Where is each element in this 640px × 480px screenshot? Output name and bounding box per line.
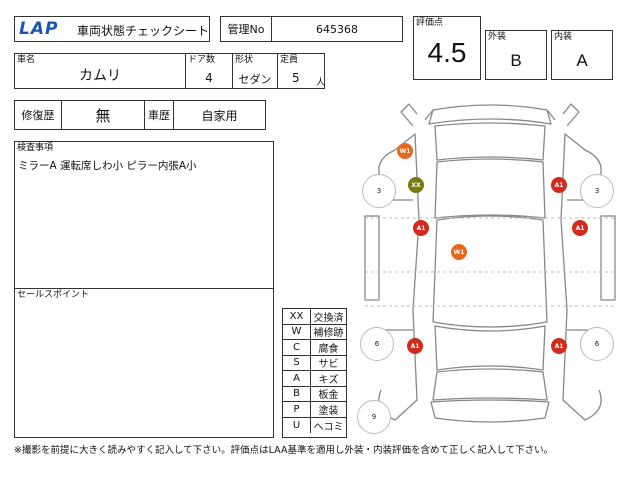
mgmt-no-label: 管理No	[220, 16, 272, 42]
shape-box: 形状 セダン	[232, 53, 278, 89]
usage-history-value: 自家用	[173, 100, 266, 130]
interior-box: 内装 A	[551, 30, 613, 80]
inspection-box: 検査事項 ミラーA 運転席しわ小 ピラー内張A小	[14, 141, 274, 289]
damage-marker: XX	[408, 177, 424, 193]
wheel-number-badge: 3	[580, 174, 614, 208]
capacity-unit: 人	[316, 78, 326, 88]
score-value: 4.5	[427, 37, 467, 68]
doors-label: ドア数	[188, 55, 216, 65]
shape-label: 形状	[235, 55, 254, 65]
car-diagram	[364, 103, 616, 423]
wheel-number-badge: 9	[357, 400, 391, 434]
sales-box: セールスポイント	[14, 288, 274, 438]
interior-label: 内装	[554, 32, 573, 42]
footer-note: ※撮影を前提に大きく読みやすく記入して下さい。評価点はLAA基準を適用し外装・内…	[14, 445, 554, 456]
capacity-box: 定員 5 人	[277, 53, 325, 89]
damage-marker: A1	[551, 177, 567, 193]
wheel-number-badge: 6	[580, 327, 614, 361]
inspection-text: ミラーA 運転席しわ小 ピラー内張A小	[18, 160, 197, 172]
car-name-value: カムリ	[79, 68, 121, 84]
sales-label: セールスポイント	[17, 290, 90, 300]
repair-history-value: 無	[61, 100, 145, 130]
lap-logo: LAP	[19, 19, 59, 39]
exterior-value: B	[510, 51, 522, 70]
wheel-number-badge: 6	[360, 327, 394, 361]
damage-marker: A1	[572, 220, 588, 236]
usage-history-label: 車歴	[144, 100, 174, 130]
sheet-title: 車両状態チェックシート	[77, 24, 210, 38]
damage-marker: A1	[551, 338, 567, 354]
repair-history-label: 修復歴	[14, 100, 62, 130]
damage-marker: A1	[413, 220, 429, 236]
interior-value: A	[576, 51, 588, 70]
score-box: 評価点 4.5	[413, 16, 481, 80]
capacity-value: 5	[292, 71, 300, 85]
doors-box: ドア数 4	[185, 53, 233, 89]
mgmt-no-value: 645368	[271, 16, 403, 42]
inspection-label: 検査事項	[17, 143, 54, 153]
score-label: 評価点	[416, 18, 444, 28]
car-name-box: 車名 カムリ	[14, 53, 186, 89]
doors-value: 4	[205, 71, 213, 85]
car-name-label: 車名	[17, 55, 36, 65]
damage-marker: W1	[397, 143, 413, 159]
header-title-box: LAP 車両状態チェックシート	[14, 16, 210, 42]
shape-value: セダン	[238, 73, 272, 86]
exterior-label: 外装	[488, 32, 507, 42]
damage-marker: W1	[451, 244, 467, 260]
wheel-number-badge: 3	[362, 174, 396, 208]
capacity-label: 定員	[280, 55, 299, 65]
exterior-box: 外装 B	[485, 30, 547, 80]
damage-marker: A1	[407, 338, 423, 354]
